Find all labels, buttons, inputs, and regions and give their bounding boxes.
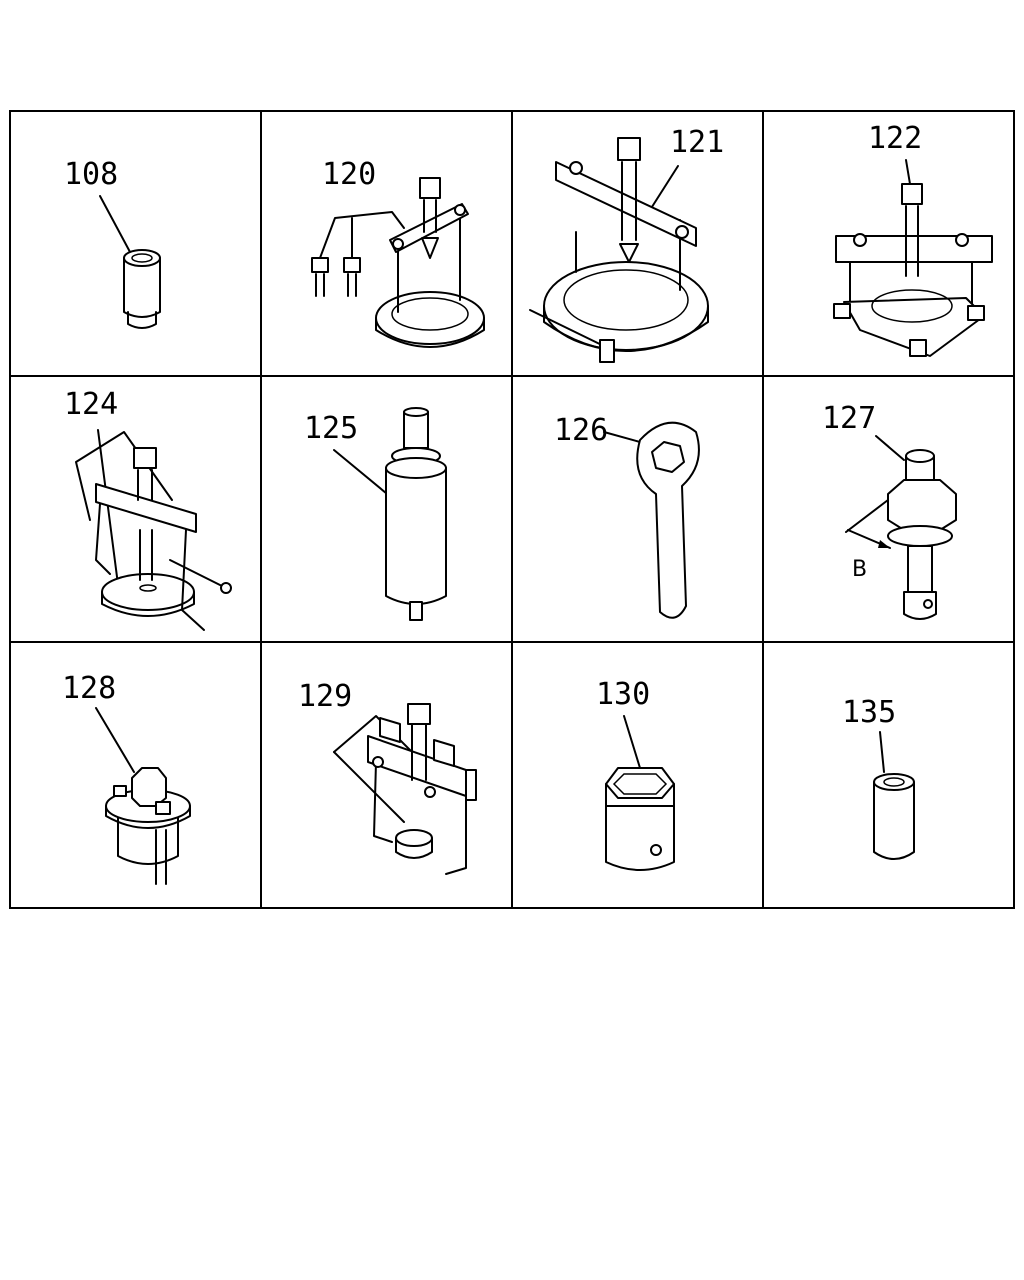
parts-grid xyxy=(9,110,1015,909)
tool-108-illustration: 108 xyxy=(64,157,161,329)
callout-121: 121 xyxy=(670,125,724,160)
tool-128-illustration: 128 xyxy=(62,671,191,885)
callout-128: 128 xyxy=(62,671,116,706)
tool-130-illustration: 130 xyxy=(596,677,675,871)
tool-122-illustration: 122 xyxy=(833,121,993,357)
tool-135-illustration: 135 xyxy=(842,695,915,860)
tool-127-illustration: 127 B xyxy=(822,401,957,620)
callout-126: 126 xyxy=(554,413,608,448)
callout-108: 108 xyxy=(64,157,118,192)
tool-125-illustration: 125 xyxy=(304,407,447,621)
tool-129-illustration: 129 xyxy=(298,679,477,875)
callout-120: 120 xyxy=(322,157,376,192)
callout-129: 129 xyxy=(298,679,352,714)
dimension-label: B xyxy=(852,557,867,582)
callout-124: 124 xyxy=(64,387,118,422)
callout-135: 135 xyxy=(842,695,896,730)
tool-120-illustration: 120 xyxy=(311,157,485,348)
tool-126-illustration: 126 xyxy=(554,413,700,619)
callout-122: 122 xyxy=(868,121,922,156)
callout-130: 130 xyxy=(596,677,650,712)
tool-124-illustration: 124 xyxy=(64,387,232,631)
tool-121-illustration: 121 xyxy=(529,125,724,363)
callout-125: 125 xyxy=(304,411,358,446)
callout-127: 127 xyxy=(822,401,876,436)
